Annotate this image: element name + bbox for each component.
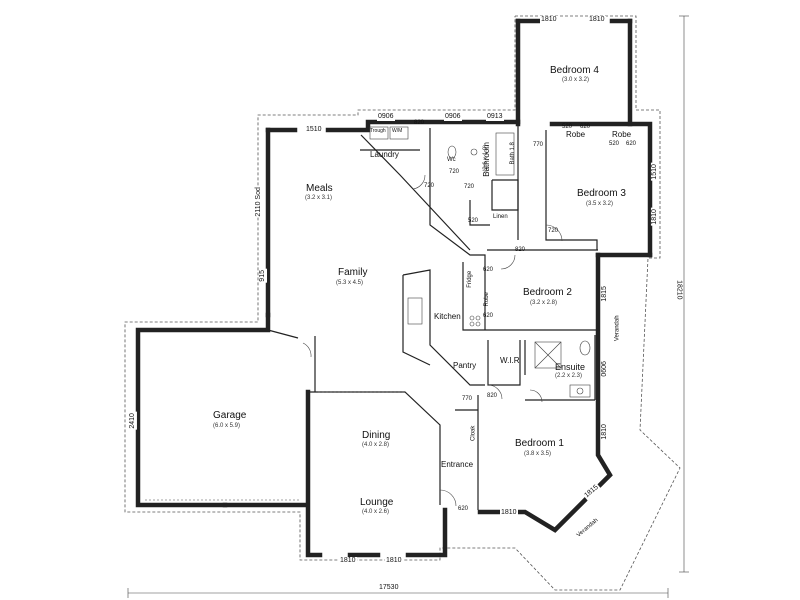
dim-b4-win-left: 1810	[540, 16, 558, 24]
garage-size: (6.0 x 5.9)	[213, 423, 241, 429]
dim-door-820b: 820	[414, 120, 425, 126]
dim-robe-w4: 620	[626, 141, 637, 147]
ensuite-label: Ensuite	[555, 362, 586, 372]
dim-garage-side: 2410	[128, 412, 137, 430]
meals-label: Meals	[306, 183, 333, 194]
bedroom2-label: Bedroom 2	[523, 287, 572, 298]
dim-door-620c: 620	[483, 313, 494, 319]
dim-b3-side-a: 1510	[650, 163, 659, 181]
bedroom3-size: (3.5 x 3.2)	[586, 201, 614, 207]
door-swings	[302, 174, 563, 507]
dim-bath-win-a: 0906	[444, 113, 462, 121]
wc-label: Wc	[447, 157, 456, 163]
linen-label: Linen	[493, 214, 508, 220]
dining-size: (4.0 x 2.8)	[362, 442, 390, 448]
outer-walls	[135, 18, 653, 558]
dining-label: Dining	[362, 430, 391, 441]
dim-robe-w1: 520	[562, 124, 573, 130]
bath-label: Bath 1.8	[509, 142, 516, 165]
dim-meals-side: 2110 Sod	[254, 186, 263, 218]
cloak-label: Cloak	[470, 425, 477, 441]
dim-door-720a: 720	[449, 169, 460, 175]
dim-laundry-win: 0906	[377, 113, 395, 121]
bedroom1-size: (3.8 x 3.5)	[524, 451, 552, 457]
garage-label: Garage	[213, 410, 247, 421]
trough-label: Trough	[370, 128, 386, 134]
dim-door-820c: 820	[487, 393, 498, 399]
bedroom1-label: Bedroom 1	[515, 438, 564, 449]
dim-robe-w3: 520	[609, 141, 620, 147]
lounge-label: Lounge	[360, 497, 394, 508]
bedroom4-size: (3.0 x 3.2)	[562, 77, 590, 83]
fixtures	[145, 126, 591, 501]
dim-lounge-w2: 1810	[385, 557, 403, 565]
bedroom4-label: Bedroom 4	[550, 65, 599, 76]
verandah-east-label: Verandah	[614, 315, 621, 342]
dim-b1-bottom: 1810	[500, 509, 518, 517]
robe-bed2-label: Robe	[483, 292, 490, 307]
bedroom2-size: (3.2 x 2.8)	[530, 300, 558, 306]
dim-bath-win-b: 0913	[486, 113, 504, 121]
washer-label: W/M	[392, 128, 403, 134]
dim-door-720b: 720	[424, 183, 435, 189]
dim-door-520: 520	[468, 218, 479, 224]
roof-outline	[124, 15, 681, 591]
kitchen-label: Kitchen	[434, 312, 461, 321]
dim-door-720c: 720	[464, 184, 475, 190]
dim-door-770: 770	[533, 142, 544, 148]
dim-robe-w2: 620	[580, 124, 591, 130]
pantry-label: Pantry	[453, 361, 477, 370]
dim-door-770b: 770	[462, 396, 473, 402]
dimension-lines	[127, 15, 689, 598]
lounge-size: (4.0 x 2.6)	[362, 509, 390, 515]
dim-door-820a: 820	[515, 247, 526, 253]
dim-ens-side: 0606	[600, 360, 609, 378]
bedroom3-label: Bedroom 3	[577, 188, 626, 199]
fridge-label: Fridge	[467, 270, 474, 288]
dim-b4-win-right: 1810	[588, 16, 606, 24]
ensuite-size: (2.2 x 2.3)	[555, 373, 583, 379]
dim-b1-side: 1810	[600, 423, 609, 441]
dim-door-720d: 720	[548, 228, 559, 234]
dim-door-620b: 620	[483, 267, 494, 273]
family-size: (5.3 x 4.5)	[336, 280, 364, 286]
dim-family-side: 915	[259, 269, 267, 283]
dim-b2-side: 1815	[600, 285, 609, 303]
bathroom-size: (2.6 x 1.9)	[483, 144, 490, 172]
entrance-label: Entrance	[441, 460, 474, 469]
meals-size: (3.2 x 3.1)	[305, 195, 333, 201]
inner-walls	[267, 124, 598, 510]
dim-meals-top: 1510	[305, 126, 323, 134]
family-label: Family	[338, 267, 368, 278]
dim-total-depth: 18210	[674, 279, 683, 301]
robe-b-label: Robe	[612, 130, 632, 139]
robe-a-label: Robe	[566, 130, 586, 139]
dim-b3-side-b: 1810	[650, 208, 659, 226]
dim-total-width: 17530	[378, 584, 400, 592]
laundry-label: Laundry	[370, 150, 399, 159]
dim-lounge-w1: 1810	[339, 557, 357, 565]
dim-door-620: 620	[458, 506, 469, 512]
wir-label: W.I.R	[500, 356, 520, 365]
